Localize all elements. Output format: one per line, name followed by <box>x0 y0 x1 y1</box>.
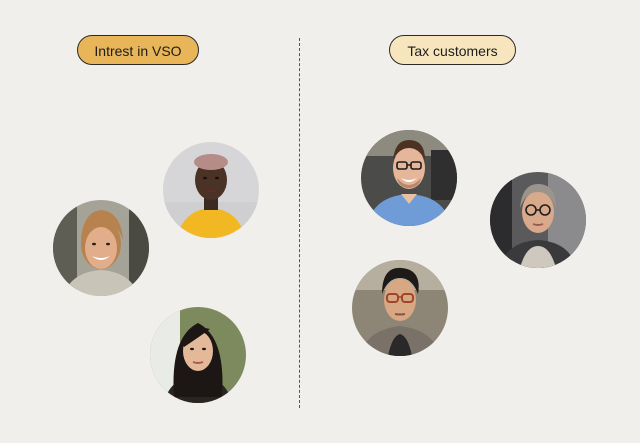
avatar-woman-yellow-top <box>163 142 259 238</box>
avatar-woman-glasses-gray-hair <box>490 172 586 268</box>
dashed-divider <box>299 38 300 408</box>
avatar-man-glasses-dark-hair <box>352 260 448 356</box>
avatar-man-long-hair <box>53 200 149 296</box>
avatar-man-glasses-blue-shirt <box>361 130 457 226</box>
avatar-woman-dark-hair <box>150 307 246 403</box>
segment-label-tax-customers: Tax customers <box>389 35 516 65</box>
segment-label-interest-vso: Intrest in VSO <box>77 35 199 65</box>
